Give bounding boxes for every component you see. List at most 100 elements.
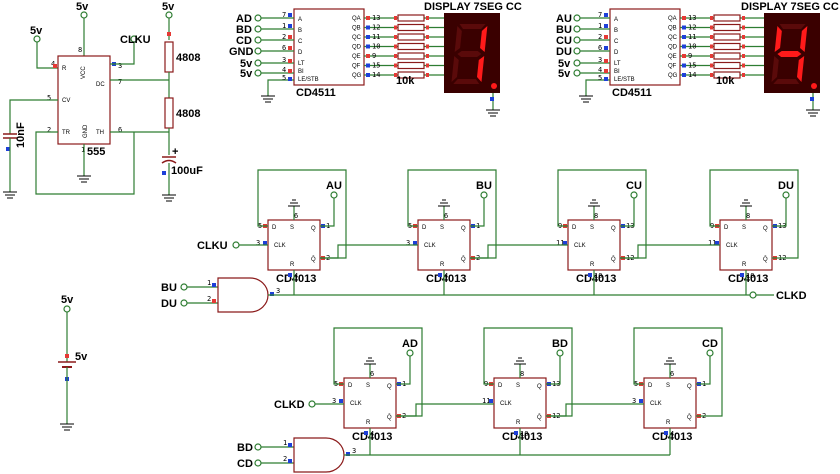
- clku-output: CLKU: [110, 34, 151, 65]
- flip-flop-name: CD4013: [576, 273, 616, 285]
- svg-text:3: 3: [598, 56, 602, 64]
- input-label: CD: [236, 35, 252, 47]
- input-label: BD: [236, 24, 252, 36]
- svg-text:3: 3: [276, 287, 280, 295]
- tens-counter-wiring: CLKD BD CD 1 2 3: [237, 399, 670, 473]
- svg-text:B: B: [298, 28, 302, 34]
- flip-flop-name: CD4013: [652, 431, 692, 443]
- gate-input-label: BD: [237, 442, 253, 454]
- resistor-r1-value: 4808: [176, 52, 200, 64]
- supply-label: 5v: [162, 1, 175, 13]
- output-label: QE: [668, 54, 677, 60]
- clku-label: CLKU: [120, 34, 151, 46]
- pin-number: 6: [294, 212, 298, 220]
- pin-label: GND: [83, 124, 89, 138]
- svg-text:C: C: [298, 39, 303, 45]
- pin-label: CLK: [274, 243, 286, 249]
- pin-label: CLK: [650, 401, 662, 407]
- svg-text:6: 6: [598, 44, 602, 52]
- pin-number: 10: [520, 430, 528, 438]
- input-label: CU: [556, 35, 572, 47]
- pin-number: 6: [444, 212, 448, 220]
- flip-flop-name: CD4013: [502, 431, 542, 443]
- segment-d: [773, 79, 800, 84]
- pin-label: R: [62, 66, 67, 72]
- pin-number: 13: [688, 14, 696, 22]
- decoder-body: [609, 8, 681, 86]
- svg-text:LE/STB: LE/STB: [298, 77, 319, 83]
- decoder-body: [293, 8, 365, 86]
- resistor: [397, 33, 425, 41]
- pin-label: R: [366, 420, 371, 426]
- output-label: QA: [668, 16, 677, 22]
- display-title: DISPLAY 7SEG CC: [424, 1, 522, 13]
- svg-text:A: A: [614, 17, 618, 23]
- resistor: [713, 23, 741, 32]
- and-gate-tens: [293, 437, 345, 473]
- flip-flop-name: CD4013: [352, 431, 392, 443]
- input-label: BU: [556, 24, 572, 36]
- flip-flop-output-label: AD: [402, 338, 418, 350]
- pin-label: D: [422, 225, 427, 231]
- display-dp: [491, 83, 497, 89]
- pin-label: Q̄: [387, 414, 392, 421]
- timer-555: R VCC DC CV TR GND TH 555 4 8 3 7 5 2 6 …: [47, 46, 122, 158]
- decoder-name: CD4511: [296, 87, 336, 99]
- resistor-chain: 5v 4808 4808 + 100uF: [110, 1, 203, 202]
- svg-text:LT: LT: [298, 61, 305, 67]
- resistor: [713, 61, 741, 70]
- resistor: [713, 52, 741, 60]
- input-label: GND: [229, 46, 254, 58]
- svg-text:5: 5: [282, 74, 286, 82]
- pin-number: 6: [118, 126, 122, 134]
- svg-text:4: 4: [598, 66, 602, 74]
- pin-label: CLK: [350, 401, 362, 407]
- pin-number: 3: [332, 397, 336, 405]
- pin-number: 9: [372, 52, 376, 60]
- gate-input-label: DU: [161, 298, 177, 310]
- and-gate-units: [217, 277, 269, 313]
- pin-number: 14: [688, 71, 696, 79]
- resistor: [713, 71, 741, 79]
- resistor: [713, 42, 741, 51]
- segment-g: [457, 51, 482, 57]
- output-label: QD: [668, 45, 678, 51]
- pin-label: D: [272, 225, 277, 231]
- pin-label: D: [648, 383, 653, 389]
- resistor-bank-value: 10k: [716, 75, 735, 87]
- pin-number: 11: [372, 33, 380, 41]
- svg-text:3: 3: [352, 447, 356, 455]
- display-digit: [771, 24, 808, 84]
- resistor: [713, 14, 741, 22]
- battery-label: 5v: [75, 351, 88, 363]
- pin-label: S: [666, 383, 670, 389]
- clk-output-label: CLKD: [776, 290, 807, 302]
- supply-label: 5v: [240, 68, 253, 80]
- flip-flop-output-label: AU: [326, 180, 342, 192]
- resistor: [397, 71, 425, 79]
- supply-terminal: [33, 35, 41, 43]
- svg-text:2: 2: [282, 33, 286, 41]
- svg-text:BI: BI: [298, 69, 304, 75]
- pin-number: 7: [118, 78, 122, 86]
- segment-e: [451, 56, 459, 82]
- flip-flop-body: [493, 377, 547, 429]
- resistor: [397, 52, 425, 60]
- output-label: QG: [668, 73, 678, 79]
- units-counter-wiring: CLKU BU DU 1 2 3 CLKD: [161, 240, 807, 313]
- pin-label: D: [572, 225, 577, 231]
- pin-label: Q: [611, 226, 616, 232]
- svg-text:C: C: [614, 39, 619, 45]
- svg-text:B: B: [614, 28, 618, 34]
- pin-label: S: [440, 225, 444, 231]
- pin-number: 11: [688, 33, 696, 41]
- pin-number: 5: [47, 94, 51, 102]
- output-label: QE: [352, 54, 361, 60]
- pin-number: 8: [746, 212, 750, 220]
- svg-text:LE/STB: LE/STB: [614, 77, 635, 83]
- output-label: QC: [668, 35, 678, 41]
